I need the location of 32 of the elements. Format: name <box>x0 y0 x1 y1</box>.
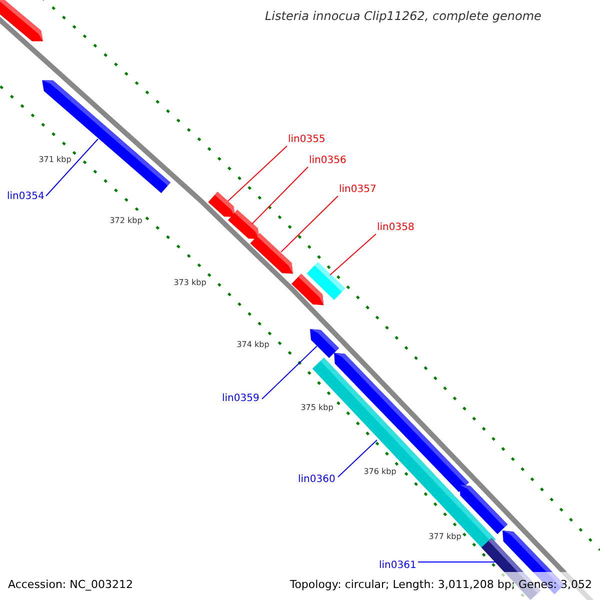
gene-feature <box>208 192 236 218</box>
gene-feature <box>250 233 294 274</box>
title: Listeria innocua Clip11262, complete genome <box>265 8 542 24</box>
summary-text: Topology: circular; Length: 3,011,208 bp; Genes: 3,052 <box>290 578 592 592</box>
position-label: 375 kbp <box>300 403 334 413</box>
gene-feature <box>0 0 43 42</box>
gene-feature <box>459 484 508 534</box>
gene-feature <box>228 210 260 240</box>
leader-line <box>262 346 318 400</box>
position-label: 376 kbp <box>364 467 396 477</box>
gene-label: lin0354 <box>7 191 44 203</box>
position-label: 377 kbp <box>428 532 462 542</box>
gene-label: lin0355 <box>288 134 326 146</box>
leader-line <box>280 196 338 252</box>
gene-feature <box>291 274 324 306</box>
leader-line <box>338 440 378 478</box>
leader-line <box>46 138 98 196</box>
gene-label: lin0359 <box>222 393 260 405</box>
gene-label: lin0361 <box>379 560 416 572</box>
gene-label: lin0358 <box>377 222 414 234</box>
position-label: 374 kbp <box>236 340 270 350</box>
position-label: 372 kbp <box>110 216 142 226</box>
gene-label: lin0360 <box>298 474 336 486</box>
gene-label: lin0356 <box>309 155 346 167</box>
gene-label: lin0357 <box>339 184 376 196</box>
accession-text: Accession: NC_003212 <box>8 578 134 592</box>
position-label: 371 kbp <box>38 155 72 165</box>
leader-line <box>330 234 376 276</box>
leader-line <box>228 146 288 202</box>
position-label: 373 kbp <box>174 278 206 288</box>
leader-line <box>252 166 308 224</box>
gene-feature <box>310 328 339 358</box>
